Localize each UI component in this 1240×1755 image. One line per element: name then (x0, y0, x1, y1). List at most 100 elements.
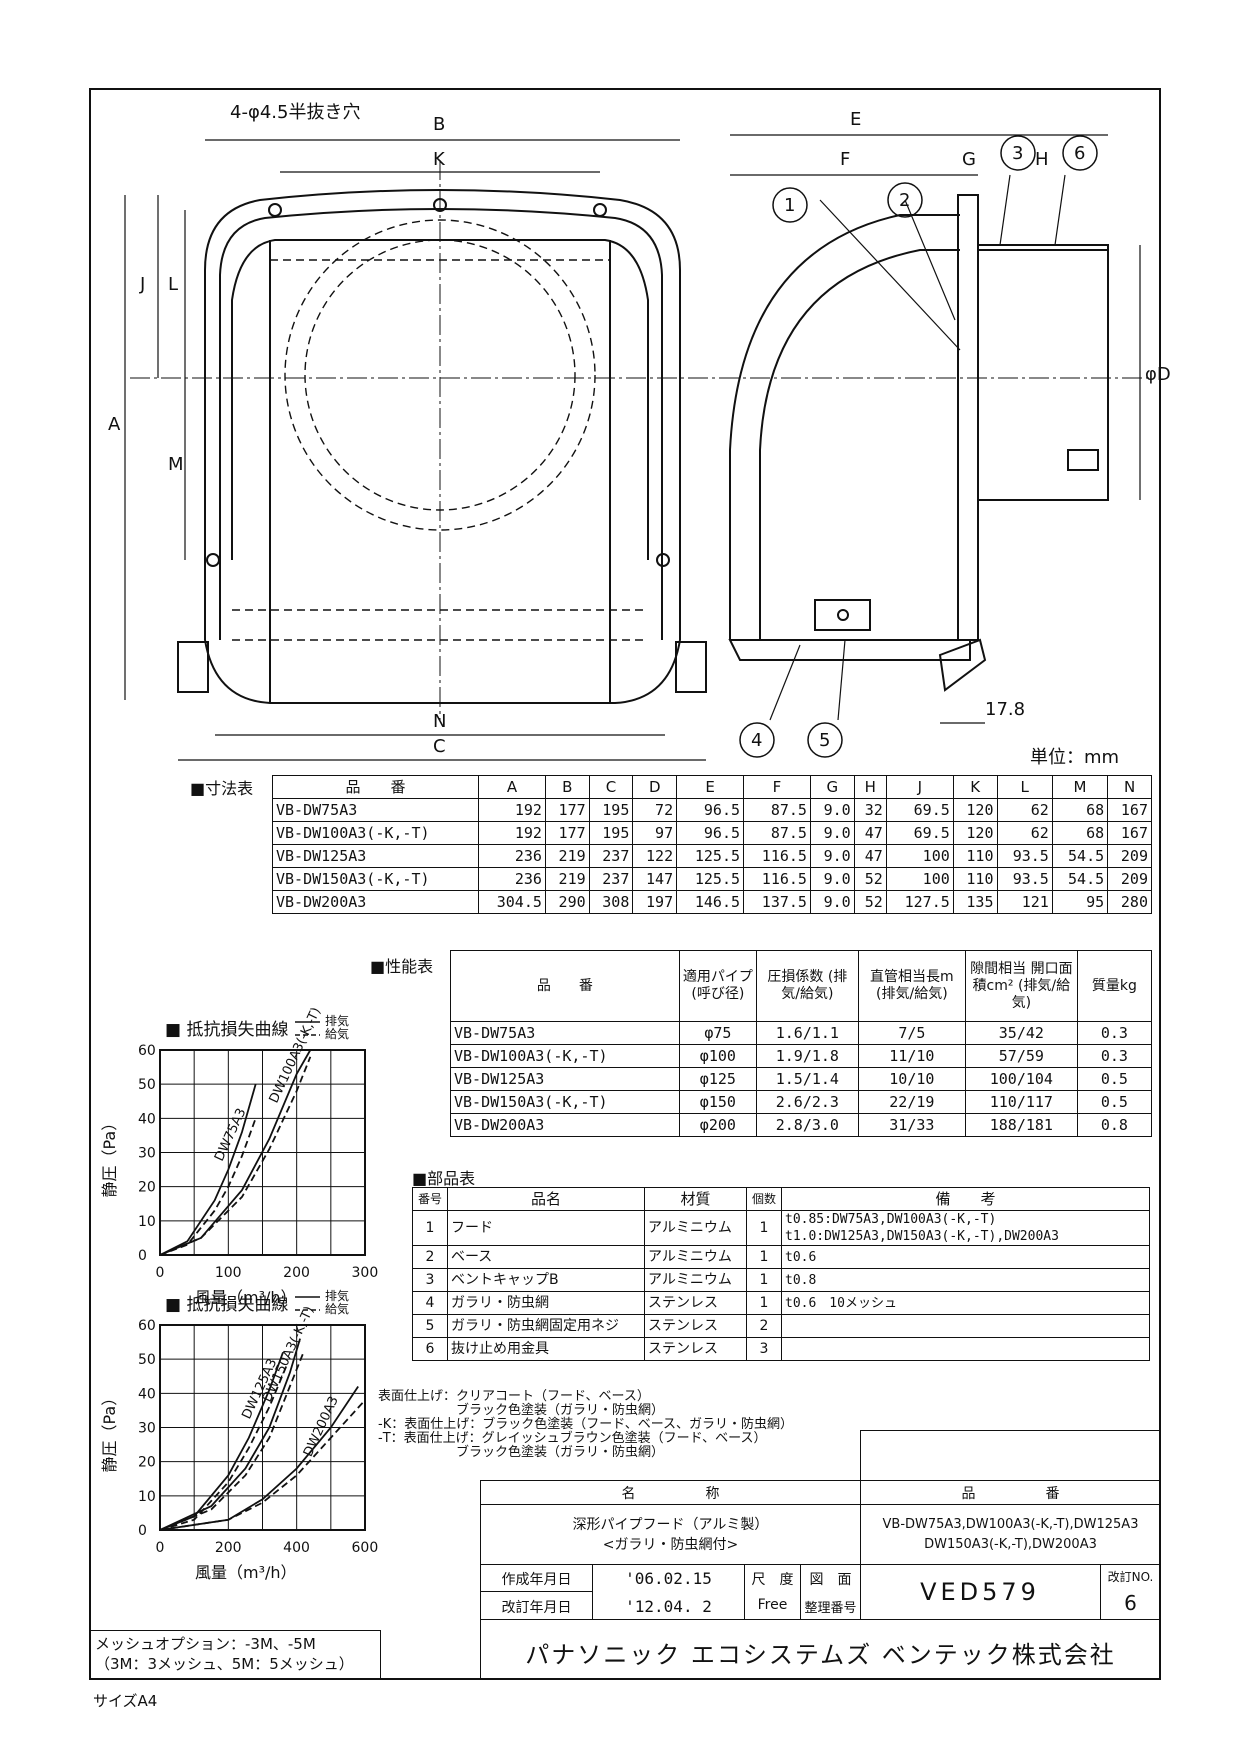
table-cell: VB-DW150A3(-K,-T) (272, 867, 479, 891)
front-view-outline (204, 189, 681, 640)
table-cell: t0.6 10メッシュ (781, 1291, 1150, 1315)
table-cell: φ200 (678, 1113, 757, 1137)
finish-notes: 表面仕上げ：クリアコート（フード、ベース） ブラック色塗装（ガラリ・防虫網） -… (378, 1389, 794, 1460)
table-header: J (885, 775, 954, 799)
table-cell: 1.6/1.1 (755, 1021, 859, 1045)
dim-B: B (433, 114, 445, 135)
table-cell: 219 (544, 867, 590, 891)
revised-date: '12.04. 2 (625, 1597, 712, 1616)
y-tick-label: 30 (138, 1146, 156, 1162)
table-cell: フード (447, 1210, 645, 1246)
series-line (159, 1352, 284, 1531)
table-cell: t0.85:DW75A3,DW100A3(-K,-T) t1.0:DW125A3… (781, 1210, 1150, 1246)
balloon-3: 3 (1012, 143, 1023, 164)
table-cell: 125.5 (676, 844, 745, 868)
series-line (159, 1056, 312, 1256)
table-cell: 290 (544, 890, 590, 914)
y-tick-label: 20 (138, 1455, 156, 1471)
dim-N: N (433, 711, 446, 732)
table-cell: 167 (1107, 821, 1152, 845)
table-cell: 100/104 (964, 1067, 1078, 1091)
table-cell: 6 (412, 1337, 448, 1361)
table-cell: 280 (1107, 890, 1152, 914)
chart-title: ■ 抵抗損失曲線 (165, 1295, 288, 1315)
table-cell: 236 (477, 867, 546, 891)
performance-table: 品 番 適用パイプ (呼び径) 圧損係数 (排気/給気) 直管相当長m (排気/… (450, 950, 1153, 1137)
chart-title: ■ 抵抗損失曲線 (165, 1020, 288, 1040)
y-tick-label: 50 (138, 1352, 156, 1368)
balloon-6: 6 (1074, 143, 1085, 164)
table-header: 質量kg (1076, 950, 1153, 1022)
table-header: L (996, 775, 1053, 799)
hole-note: 4-φ4.5半抜き穴 (230, 102, 360, 123)
table-header: 隙間相当 開口面積cm² (排気/給気) (964, 950, 1078, 1022)
table-cell: 57/59 (964, 1044, 1078, 1068)
table-cell: 209 (1107, 867, 1152, 891)
table-cell: 237 (588, 867, 634, 891)
table-cell: 72 (632, 798, 678, 822)
table-cell: 68 (1051, 821, 1109, 845)
mesh-option-cell (89, 1630, 381, 1680)
table-cell: ベントキャップB (447, 1268, 645, 1292)
table-cell: 87.5 (743, 821, 811, 845)
table-cell: 195 (588, 821, 634, 845)
table-cell: 47 (853, 844, 887, 868)
table-cell: VB-DW75A3 (450, 1021, 680, 1045)
table-cell: 1 (412, 1210, 448, 1246)
table-cell: 1 (746, 1245, 782, 1269)
x-tick-label: 600 (352, 1540, 379, 1556)
table-cell: 87.5 (743, 798, 811, 822)
title-block-empty (860, 1430, 1161, 1481)
dim-17-8: 17.8 (985, 699, 1025, 720)
dim-D: φD (1145, 364, 1171, 385)
x-tick-label: 100 (215, 1265, 242, 1281)
table-header: 直管相当長m (排気/給気) (857, 950, 966, 1022)
table-header: 適用パイプ (呼び径) (678, 950, 757, 1022)
table-cell: ガラリ・防虫網 (447, 1291, 645, 1315)
revised-label: 改訂年月日 (501, 1600, 572, 1616)
table-cell: 69.5 (885, 798, 954, 822)
y-tick-label: 30 (138, 1421, 156, 1437)
table-cell: 0.3 (1076, 1044, 1153, 1068)
dim-H: H (1035, 149, 1049, 170)
table-cell: 127.5 (885, 890, 954, 914)
balloon-2: 2 (899, 190, 910, 211)
table-cell (781, 1314, 1150, 1338)
table-cell: 304.5 (477, 890, 546, 914)
table-cell: 31/33 (857, 1113, 966, 1137)
table-header: N (1107, 775, 1152, 799)
table-header: D (632, 775, 678, 799)
table-row: 番号 品名 材質 個数 備 考 (412, 1187, 1150, 1211)
table-cell: φ125 (678, 1067, 757, 1091)
y-tick-label: 40 (138, 1111, 156, 1127)
table-cell: 195 (588, 798, 634, 822)
table-cell: t0.8 (781, 1268, 1150, 1292)
balloon-4: 4 (751, 730, 762, 751)
table-cell: ベース (447, 1245, 645, 1269)
series-label: DW75A3 (212, 1106, 250, 1164)
table-header: 品名 (447, 1187, 645, 1211)
table-cell: VB-DW75A3 (272, 798, 479, 822)
dim-G: G (962, 149, 976, 170)
table-cell: 2.6/2.3 (755, 1090, 859, 1114)
table-cell: 10/10 (857, 1067, 966, 1091)
x-axis-label: 風量（m³/h） (195, 1288, 297, 1307)
table-header: A (477, 775, 546, 799)
table-cell: 1 (746, 1210, 782, 1246)
table-cell: 4 (412, 1291, 448, 1315)
table-cell: 177 (544, 798, 590, 822)
product-number: VB-DW75A3,DW100A3(-K,-T),DW125A3 DW150A3… (882, 1517, 1139, 1552)
y-tick-label: 10 (138, 1214, 156, 1230)
y-tick-label: 50 (138, 1077, 156, 1093)
table-cell: 1.5/1.4 (755, 1067, 859, 1091)
dim-A: A (108, 414, 121, 435)
table-cell: 192 (477, 821, 546, 845)
number-label: 品 番 (961, 1486, 1060, 1502)
table-cell: 52 (853, 890, 887, 914)
